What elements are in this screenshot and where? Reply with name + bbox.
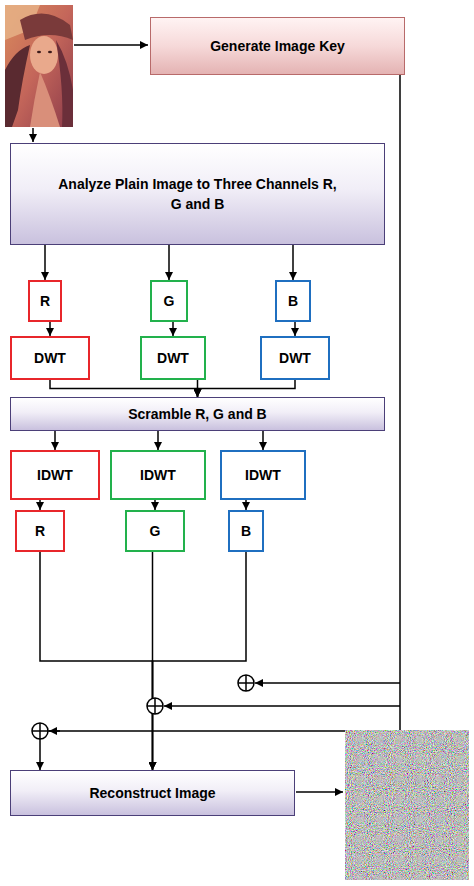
node-label: DWT <box>279 348 311 368</box>
flow-arrow <box>292 245 294 280</box>
channel-box: B <box>228 510 264 552</box>
flow-arrow <box>262 431 264 450</box>
channel-box: G <box>150 280 188 322</box>
node-label: Generate Image Key <box>210 36 345 56</box>
xor-symbol <box>238 675 254 691</box>
flow-arrow <box>153 552 247 770</box>
cipher-image <box>345 730 469 880</box>
key-arrowhead <box>49 730 60 732</box>
transform-box: DWT <box>140 336 206 380</box>
transform-box: IDWT <box>110 450 206 500</box>
node-label: G <box>150 521 161 541</box>
node-label: G <box>164 291 175 311</box>
flow-arrow <box>245 500 247 510</box>
node-label: DWT <box>157 348 189 368</box>
xor-symbol <box>147 698 163 714</box>
node-label: B <box>241 521 251 541</box>
node-label: Reconstruct Image <box>89 783 215 803</box>
node-label: B <box>288 291 298 311</box>
process-box: Scramble R, G and B <box>10 397 385 431</box>
transform-box: DWT <box>260 336 330 380</box>
channel-box: R <box>28 280 62 322</box>
output-arrow <box>296 791 343 793</box>
flow-arrow <box>44 245 46 280</box>
flow-arrow <box>50 380 198 397</box>
flow-arrow <box>198 380 296 397</box>
process-box: Analyze Plain Image to Three Channels R,… <box>10 143 385 245</box>
process-box: Reconstruct Image <box>10 770 295 816</box>
node-label: IDWT <box>140 465 176 485</box>
transform-box: IDWT <box>220 450 306 500</box>
flow-arrow <box>154 500 156 510</box>
flow-arrow <box>49 322 51 336</box>
key-branch <box>255 682 400 684</box>
node-label: IDWT <box>37 465 73 485</box>
node-label: R <box>35 521 45 541</box>
flow-arrow <box>40 552 153 770</box>
transform-box: DWT <box>10 336 90 380</box>
node-label: Analyze Plain Image to Three Channels R,… <box>53 174 343 215</box>
node-label: IDWT <box>245 465 281 485</box>
channel-box: B <box>275 280 311 322</box>
flow-arrow <box>168 245 170 280</box>
channel-box: R <box>15 510 65 552</box>
node-label: Scramble R, G and B <box>128 404 266 424</box>
node-label: DWT <box>34 348 66 368</box>
transform-box: IDWT <box>10 450 100 500</box>
flow-arrow <box>157 431 159 450</box>
flow-arrow <box>39 500 41 510</box>
channel-box: G <box>125 510 185 552</box>
flow-arrow <box>172 322 174 336</box>
plain-image <box>5 5 73 127</box>
xor-symbol <box>32 723 48 739</box>
flow-arrow <box>54 431 56 450</box>
image-arrow <box>74 44 148 46</box>
image-arrow <box>32 128 34 142</box>
key-branch <box>164 705 400 707</box>
flow-arrow <box>294 322 296 336</box>
node-label: R <box>40 291 50 311</box>
key-box: Generate Image Key <box>150 17 405 75</box>
